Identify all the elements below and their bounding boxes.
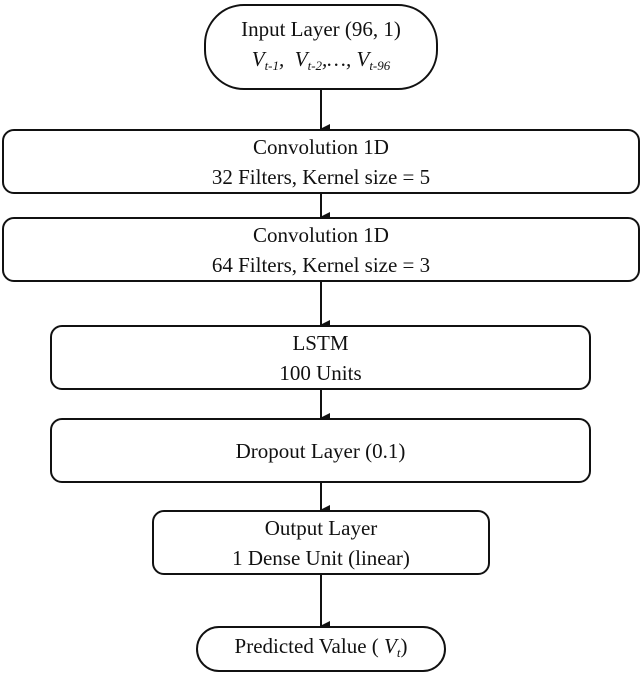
lstm-title: LSTM [292, 330, 349, 355]
predicted-var: Vt [384, 633, 401, 660]
output-layer-details: 1 Dense Unit (linear) [232, 545, 410, 570]
input-var-2: Vt-2 [294, 46, 323, 73]
input-var-1: Vt-1 [251, 46, 280, 73]
conv1d-64-node: Convolution 1D 64 Filters, Kernel size =… [2, 217, 640, 282]
lstm-node: LSTM 100 Units [50, 325, 591, 390]
conv1d-64-title: Convolution 1D [253, 222, 389, 247]
conv1d-32-details: 32 Filters, Kernel size = 5 [211, 164, 431, 189]
predicted-value-label: Predicted Value ( Vt) [234, 633, 408, 660]
conv1d-32-node: Convolution 1D 32 Filters, Kernel size =… [2, 129, 640, 194]
predicted-value-node: Predicted Value ( Vt) [196, 626, 446, 672]
dropout-title: Dropout Layer (0.1) [235, 438, 406, 463]
conv1d-32-title: Convolution 1D [253, 134, 389, 159]
conv1d-64-details: 64 Filters, Kernel size = 3 [211, 252, 431, 277]
output-layer-node: Output Layer 1 Dense Unit (linear) [152, 510, 490, 575]
input-layer-node: Input Layer (96, 1) Vt-1, Vt-2,…, Vt-96 [204, 4, 438, 90]
output-layer-title: Output Layer [264, 515, 378, 540]
input-var-96: Vt-96 [356, 46, 391, 73]
input-layer-variables: Vt-1, Vt-2,…, Vt-96 [251, 46, 391, 73]
dropout-node: Dropout Layer (0.1) [50, 418, 591, 483]
input-layer-title: Input Layer (96, 1) [241, 16, 401, 41]
lstm-details: 100 Units [279, 360, 362, 385]
